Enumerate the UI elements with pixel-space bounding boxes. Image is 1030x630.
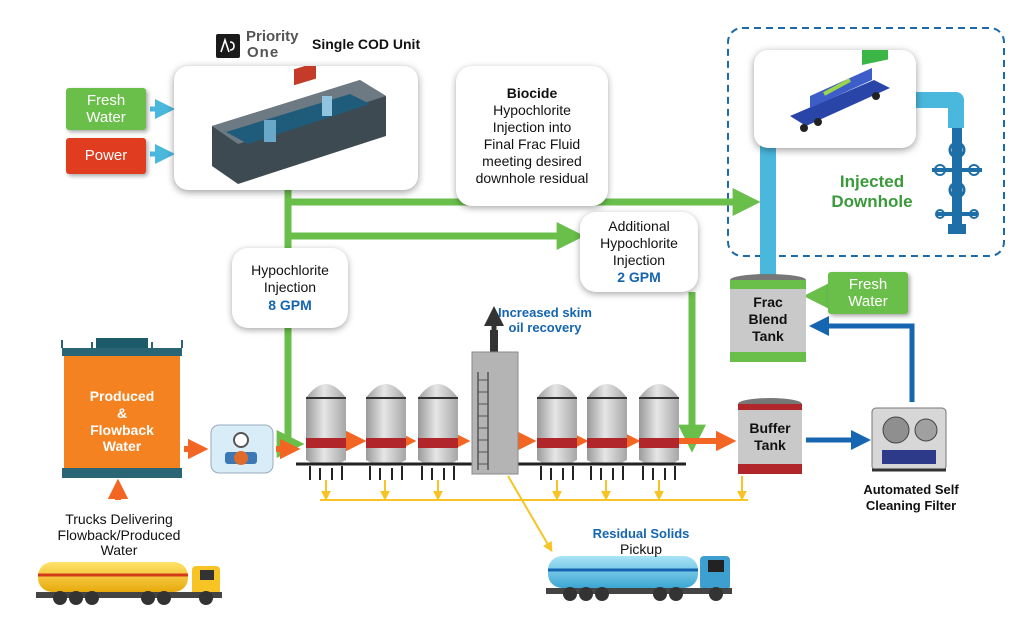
silos — [296, 384, 686, 480]
pickup-truck — [546, 556, 732, 601]
power-input-label: Power — [84, 147, 128, 165]
fresh-water-input-2: Fresh Water — [828, 272, 908, 314]
biocide-title: Biocide — [506, 84, 558, 101]
fresh-water-input-1: Fresh Water — [66, 88, 146, 130]
buffer-tank-label: Buffer Tank — [749, 420, 791, 453]
skim-oil-label: Increased skim oil recovery — [498, 305, 592, 335]
additional-hypo-rate: 2 GPM — [617, 269, 661, 286]
hypo-injection-body: Hypochlorite Injection — [251, 262, 329, 296]
residual-solids-sub: Pickup — [619, 541, 663, 557]
wellhead — [932, 128, 982, 234]
delivery-truck — [36, 562, 222, 605]
input-arrows — [150, 99, 175, 164]
cod-unit-card — [174, 66, 418, 190]
power-input: Power — [66, 138, 146, 174]
dark-blue-lines — [806, 316, 915, 450]
produced-water-label: Produced & Flowback Water — [89, 388, 155, 455]
brand-name-line2: One — [247, 44, 280, 61]
frac-blend-tank-shape — [730, 274, 806, 362]
unit-title: Single COD Unit — [312, 36, 421, 52]
orange-flow — [107, 430, 737, 500]
trucks-label: Trucks Delivering Flowback/Produced Wate… — [57, 511, 181, 559]
additional-hypo-callout: Additional Hypochlorite Injection 2 GPM — [580, 212, 698, 292]
filter-shape — [871, 407, 947, 472]
brand-logo — [216, 34, 240, 58]
filter-label: Automated Self Cleaning Filter — [863, 482, 959, 513]
skim-tower — [471, 306, 519, 475]
biocide-body: Hypochlorite Injection into Final Frac F… — [475, 101, 589, 187]
fresh-water-input-1-label: Fresh Water — [86, 91, 126, 126]
residual-solids-title: Residual Solids — [592, 526, 690, 541]
buffer-tank-shape — [738, 398, 802, 474]
pump — [210, 424, 274, 474]
solids-lines — [320, 475, 748, 553]
injected-downhole-label: Injected Downhole — [831, 172, 913, 212]
produced-water-tank — [61, 338, 183, 478]
frac-blend-tank-label: Frac Blend Tank — [748, 294, 788, 344]
frac-fleet-card — [754, 50, 916, 148]
brand-name-line1: Priority — [246, 28, 299, 45]
biocide-callout: Biocide Hypochlorite Injection into Fina… — [456, 66, 608, 206]
additional-hypo-body: Additional Hypochlorite Injection — [600, 217, 678, 268]
downhole-region — [727, 27, 1005, 257]
hypo-injection-callout: Hypochlorite Injection 8 GPM — [232, 248, 348, 328]
hypo-injection-rate: 8 GPM — [268, 296, 312, 313]
fresh-water-input-2-label: Fresh Water — [848, 275, 888, 310]
